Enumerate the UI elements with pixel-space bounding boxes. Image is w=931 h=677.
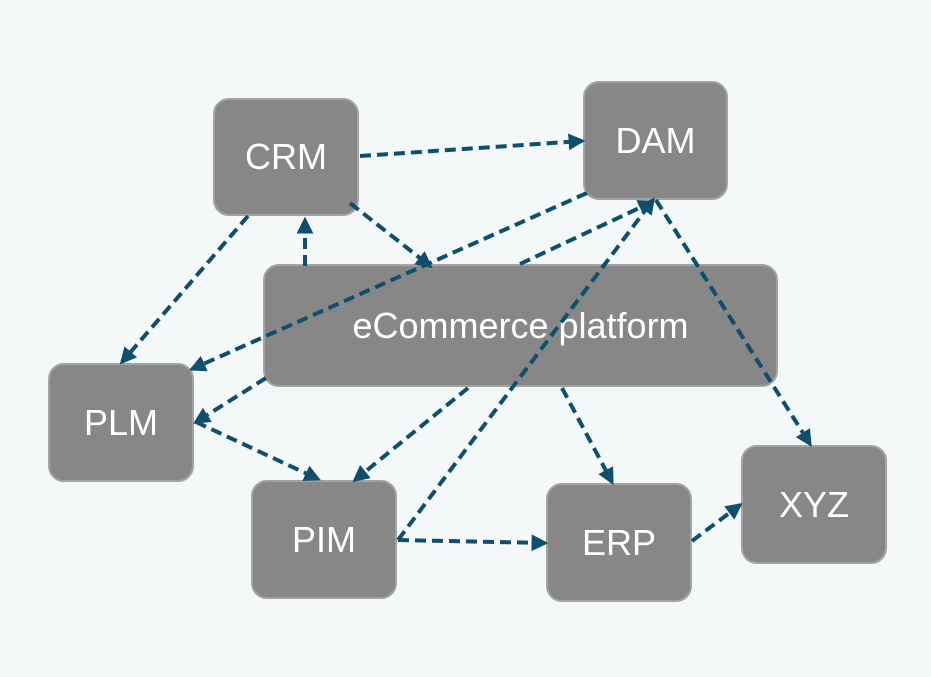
edge-ecom-to-erp bbox=[560, 387, 614, 485]
edge-erp-to-xyz bbox=[690, 502, 743, 543]
node-label: PIM bbox=[291, 518, 356, 560]
node-plm[interactable]: PLM bbox=[48, 363, 194, 482]
edge-plm-to-pim bbox=[195, 420, 322, 481]
node-label: eCommerce platform bbox=[352, 304, 689, 346]
node-label: PLM bbox=[83, 401, 159, 443]
node-label: ERP bbox=[581, 521, 657, 563]
edge-crm-to-ecom bbox=[348, 201, 433, 269]
edge-crm-to-dam bbox=[359, 133, 586, 158]
node-ecommerce-platform[interactable]: eCommerce platform bbox=[263, 264, 778, 387]
edge-ecom-to-plm bbox=[193, 376, 268, 424]
node-label: DAM bbox=[615, 119, 696, 161]
edge-crm-to-plm bbox=[119, 214, 250, 365]
node-xyz[interactable]: XYZ bbox=[741, 445, 887, 564]
node-dam[interactable]: DAM bbox=[583, 81, 728, 200]
edge-pim-to-erp bbox=[397, 534, 549, 552]
edge-ecom-to-pim bbox=[352, 386, 470, 483]
node-label: CRM bbox=[245, 136, 327, 177]
node-erp[interactable]: ERP bbox=[546, 483, 692, 602]
node-pim[interactable]: PIM bbox=[251, 480, 397, 599]
edge-ecom-to-dam bbox=[519, 200, 656, 266]
node-label: XYZ bbox=[778, 483, 849, 525]
node-crm[interactable]: CRM bbox=[213, 98, 359, 216]
